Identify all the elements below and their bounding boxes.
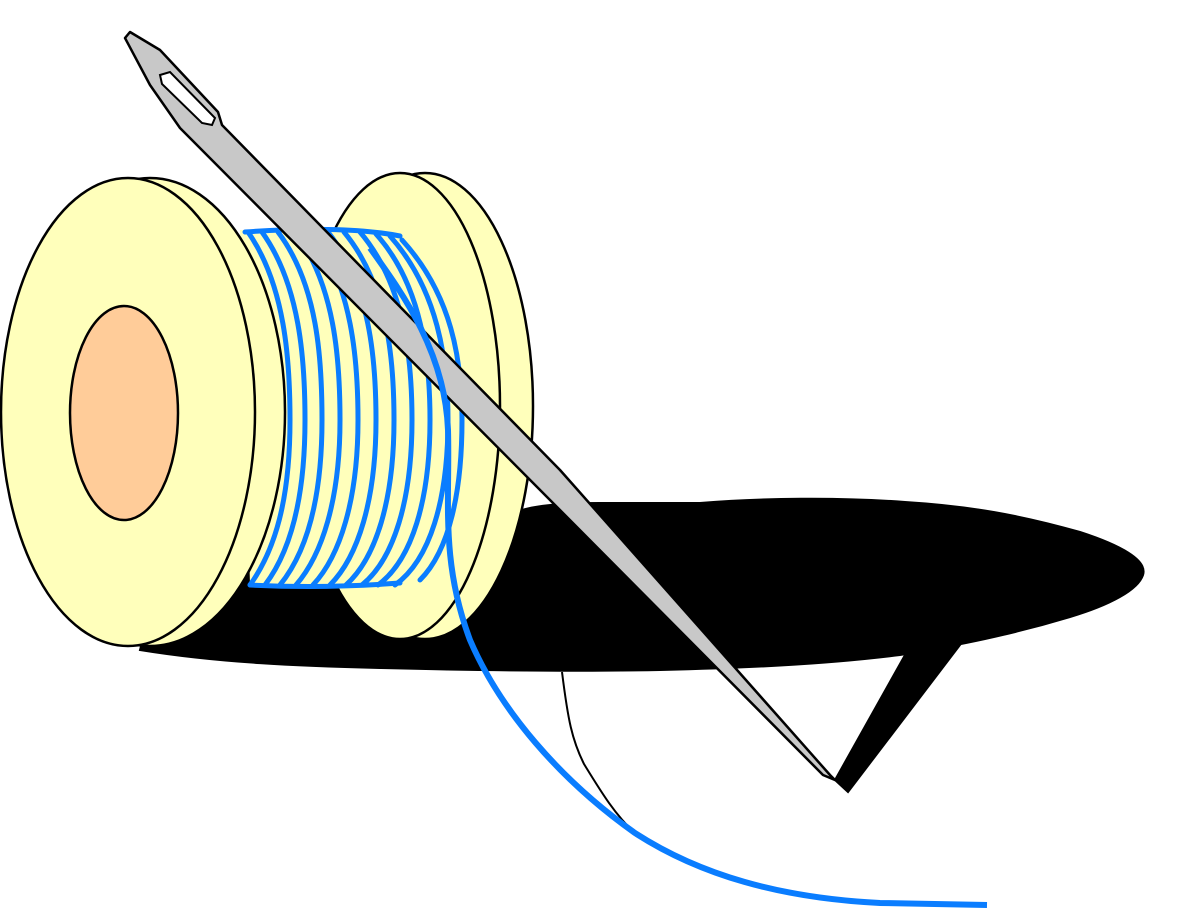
needle-eye: [158, 70, 217, 127]
thread-coil-9: [373, 231, 433, 588]
thread-coil-3: [275, 229, 325, 588]
loose-thread: [367, 246, 988, 908]
spool-front-flange: [0, 176, 287, 648]
needle-body: [123, 30, 837, 782]
black-thread: [561, 671, 636, 834]
thread-coil-11: [399, 237, 465, 583]
thread-coil-1: [245, 229, 293, 588]
thread-coil-8: [357, 229, 415, 588]
needle-shadow: [833, 643, 963, 794]
sewing-needle: [123, 30, 837, 782]
spool-center-hole: [68, 304, 180, 522]
thread-top-edge: [242, 226, 403, 239]
thread-coil-2: [259, 229, 308, 588]
thread-coil-4: [292, 229, 343, 588]
thread-bottom-edge: [247, 580, 403, 589]
